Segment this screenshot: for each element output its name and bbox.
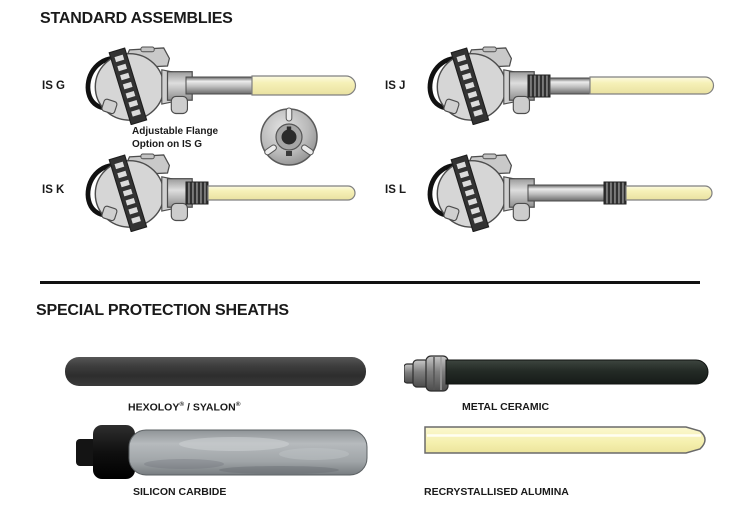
syalon-name: / SYALON bbox=[184, 401, 236, 414]
threaded-fitting-graphic bbox=[527, 74, 551, 98]
ceramic-sheath-graphic bbox=[207, 185, 356, 201]
special-sheaths-title: SPECIAL PROTECTION SHEATHS bbox=[36, 302, 289, 319]
thermocouple-head-graphic bbox=[88, 154, 192, 232]
ceramic-sheath-graphic bbox=[251, 75, 357, 96]
silicon-carbide-label: SILICON CARBIDE bbox=[133, 486, 227, 498]
metal-tube-graphic bbox=[527, 184, 605, 202]
silicon-carbide-sheath-graphic bbox=[76, 425, 368, 479]
assembly-label-is-l: IS L bbox=[385, 184, 407, 196]
metal-tube-graphic bbox=[549, 77, 591, 95]
thermocouple-head-graphic bbox=[88, 47, 192, 125]
thermocouple-assembly-is-l-graphic bbox=[424, 152, 713, 232]
standard-assemblies-title: STANDARD ASSEMBLIES bbox=[40, 10, 233, 27]
thermocouple-head-graphic bbox=[430, 47, 534, 125]
ceramic-sheath-graphic bbox=[589, 76, 715, 95]
thermocouple-assembly-is-g-graphic bbox=[82, 45, 357, 125]
registered-mark: ® bbox=[235, 401, 241, 408]
collar-graphic bbox=[93, 425, 135, 479]
threaded-fitting-graphic bbox=[185, 181, 209, 205]
alumina-bar-graphic bbox=[424, 426, 706, 454]
assembly-label-is-g: IS G bbox=[42, 80, 66, 92]
metal-ceramic-label: METAL CERAMIC bbox=[462, 401, 550, 413]
metal-ceramic-sheath-graphic bbox=[404, 355, 709, 392]
ceramic-sheath-graphic bbox=[625, 185, 713, 201]
section-divider bbox=[40, 281, 700, 284]
recrystallised-alumina-label: RECRYSTALLISED ALUMINA bbox=[424, 486, 569, 498]
adjustable-flange-graphic bbox=[260, 107, 318, 166]
registered-mark: ® bbox=[179, 401, 185, 408]
ceramic-bar-graphic bbox=[445, 359, 709, 385]
flange-note-line1: Adjustable Flange bbox=[132, 126, 219, 137]
recrystallised-alumina-sheath-graphic bbox=[424, 426, 706, 454]
assembly-label-is-k: IS K bbox=[42, 184, 65, 196]
threaded-fitting-graphic bbox=[603, 181, 627, 205]
hexoloy-name: HEXOLOY bbox=[128, 401, 180, 414]
thermocouple-head-graphic bbox=[430, 154, 534, 232]
thermocouple-assembly-is-j-graphic bbox=[424, 45, 715, 125]
thermocouple-assembly-is-k-graphic bbox=[82, 152, 356, 232]
hex-nut-graphic bbox=[425, 355, 449, 392]
hexoloy-syalon-label: HEXOLOY® / SYALON® bbox=[128, 401, 240, 414]
flange-note-line2: Option on IS G bbox=[132, 138, 202, 150]
hexoloy-syalon-sheath-graphic bbox=[65, 357, 366, 386]
assembly-label-is-j: IS J bbox=[385, 80, 406, 92]
collar-end-graphic bbox=[76, 439, 98, 466]
metal-tube-graphic bbox=[185, 76, 257, 95]
flange-note: Adjustable Flange Option on IS G bbox=[132, 126, 218, 151]
